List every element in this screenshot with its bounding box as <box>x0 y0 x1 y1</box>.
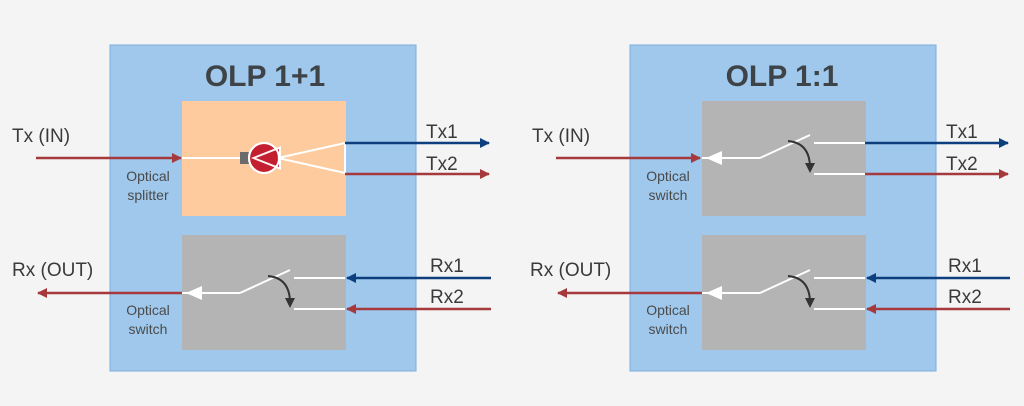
right-bottom-switch-curve-arrow-icon <box>787 275 815 308</box>
right-panel: OLP 1:1 Optical switch Tx (IN) Tx1 Tx2 O… <box>530 44 1010 372</box>
splitter-label-line1: Optical <box>126 168 170 184</box>
right-tx-in-label: Tx (IN) <box>532 126 590 147</box>
left-panel-title: OLP 1+1 <box>205 60 325 93</box>
left-switch-mechanism <box>182 269 345 310</box>
left-switch-label-line1: Optical <box>126 302 170 318</box>
right-tx2-label: Tx2 <box>946 154 978 175</box>
right-rx2-label: Rx2 <box>948 287 982 308</box>
left-rx-out-label: Rx (OUT) <box>12 260 93 281</box>
left-rx1-label: Rx1 <box>430 256 464 277</box>
right-bottom-switch-label-line2: switch <box>649 321 688 337</box>
splitter-node-icon <box>248 142 281 174</box>
right-top-switch-label-line2: switch <box>649 187 688 203</box>
left-switch-label-line2: switch <box>129 321 168 337</box>
right-bottom-switch-mechanism <box>702 269 865 310</box>
splitter-label-line2: splitter <box>127 187 169 203</box>
splitter-coupler-icon <box>240 152 250 164</box>
right-panel-title: OLP 1:1 <box>726 60 839 93</box>
right-tx1-label: Tx1 <box>946 122 978 143</box>
right-top-switch-curve-arrow-icon <box>787 140 815 173</box>
right-rx-out-label: Rx (OUT) <box>530 260 611 281</box>
left-switch-curve-arrow-icon <box>267 275 295 308</box>
right-top-switch-mechanism <box>702 134 865 175</box>
left-tx2-label: Tx2 <box>426 154 458 175</box>
left-rx2-label: Rx2 <box>430 287 464 308</box>
left-tx1-label: Tx1 <box>426 122 458 143</box>
splitter-fiber-up <box>277 142 346 159</box>
right-rx1-label: Rx1 <box>948 256 982 277</box>
right-bottom-switch-label-line1: Optical <box>646 302 690 318</box>
splitter-fiber-down <box>277 157 346 174</box>
left-panel: OLP 1+1 Optical splitter Tx (IN) Tx1 Tx2… <box>12 44 491 372</box>
right-top-switch-label-line1: Optical <box>646 168 690 184</box>
left-tx-in-label: Tx (IN) <box>12 126 70 147</box>
